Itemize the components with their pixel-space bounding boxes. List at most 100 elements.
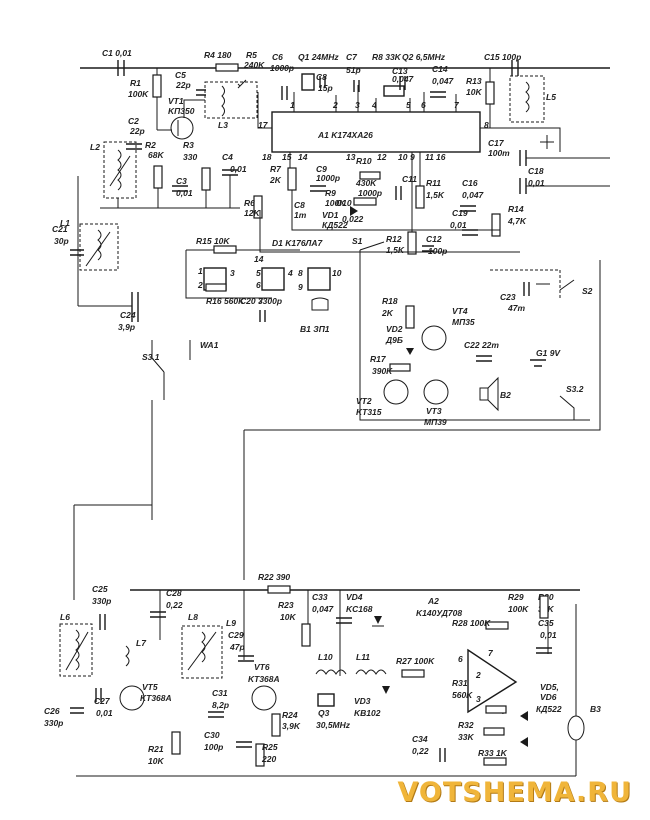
schematic-line [196, 89, 206, 96]
label-components-r12: R12 [386, 234, 402, 244]
label-pins-p16: 16 [436, 152, 446, 162]
label-components-r3-val: 330 [183, 152, 197, 162]
label-pins-d1p2: 2 [197, 280, 203, 290]
label-components-r24-val: 3,9K [282, 721, 301, 731]
label-components-c3: C3 [176, 176, 187, 186]
label-components-r11-val: 1,5K [426, 190, 445, 200]
label-components-r14: R14 [508, 204, 524, 214]
schematic-line [259, 152, 520, 253]
label-components-q3-val: 30,5MHz [316, 720, 351, 730]
label-components-s32: S3.2 [566, 384, 584, 394]
label-components-c23-val: 47m [507, 303, 525, 313]
label-components-vt5: VT5 [142, 682, 158, 692]
label-components-b3: B3 [590, 704, 601, 714]
label-components-s31: S3.1 [142, 352, 160, 362]
schematic-line [131, 292, 139, 322]
label-components-c19: C19 [452, 208, 468, 218]
schematic-line [153, 165, 163, 189]
schematic-line [460, 205, 476, 212]
schematic-line [519, 178, 527, 194]
label-components-r31: R31 [452, 678, 468, 688]
schematic-line [307, 267, 331, 291]
label-components-c8b: C8 [294, 200, 305, 210]
schematic-line [119, 685, 145, 711]
schematic-line [65, 631, 89, 671]
label-components-r13: R13 [466, 76, 482, 86]
label-pins-a2p6: 6 [458, 654, 463, 664]
label-components-g1: G1 9V [536, 348, 561, 358]
schematic-line [540, 135, 554, 149]
label-components-c16: C16 [462, 178, 478, 188]
schematic-line [383, 379, 409, 405]
label-components-c24: C24 [120, 310, 136, 320]
label-components-c14: C14 [432, 64, 448, 74]
label-components-r4: R4 180 [204, 50, 232, 60]
label-components-c35: C35 [538, 618, 554, 628]
schematic-line [185, 249, 300, 299]
schematic-line [350, 206, 358, 216]
schematic-line [79, 223, 119, 271]
label-components-b1: B1 ЗП1 [300, 324, 330, 334]
label-pins-d1p8: 8 [298, 268, 303, 278]
label-components-r28: R28 100K [452, 618, 491, 628]
schematic-line [172, 185, 188, 192]
label-components-r24: R24 [282, 710, 298, 720]
label-components-r12-val: 1,5K [386, 245, 405, 255]
schematic-line [395, 186, 402, 200]
schematic-line [407, 231, 417, 255]
label-components-c31-val: 8,2p [212, 700, 229, 710]
label-components-vd3: VD3 [354, 696, 371, 706]
label-components-c21-val: 30p [54, 236, 69, 246]
label-components-vd5: VD5, [540, 682, 559, 692]
label-components-c5: C5 [175, 70, 186, 80]
opamp-a2 [467, 648, 518, 714]
schematic-line [389, 363, 411, 372]
schematic-line [117, 149, 122, 191]
label-components-c30-val: 100p [204, 742, 223, 752]
schematic-line [152, 74, 162, 98]
label-pins-a2p3: 3 [476, 694, 481, 704]
label-components-vt4: VT4 [452, 306, 468, 316]
label-components-r7: R7 [270, 164, 282, 174]
schematic-line [526, 157, 610, 187]
label-components-c6-val: 1000p [270, 63, 294, 73]
schematic-line [355, 669, 387, 675]
schematic-line [423, 379, 449, 405]
schematic-line [485, 81, 495, 105]
schematic-line [126, 143, 142, 150]
label-components-c13-val: 0,047 [392, 74, 415, 84]
schematic-line [103, 141, 137, 199]
label-components-vt5-type: KT368A [140, 693, 172, 703]
label-components-r6: R6 [244, 198, 255, 208]
label-components-r18: R18 [382, 296, 398, 306]
schematic-line [530, 359, 546, 367]
label-components-l8: L8 [188, 612, 198, 622]
label-components-c8: C8 [316, 72, 327, 82]
label-a2: A2 [427, 596, 439, 606]
label-components-c14-val: 0,047 [432, 76, 455, 86]
schematic-line [310, 185, 326, 192]
label-pins-p4: 4 [371, 100, 377, 110]
schematic-line [315, 669, 347, 675]
label-components-q1: Q1 24MHz [298, 52, 339, 62]
schematic-line [157, 99, 205, 136]
schematic-line [99, 614, 106, 630]
label-components-r32-val: 33K [458, 732, 474, 742]
label-pins-d1p4: 4 [287, 268, 293, 278]
label-components-r17: R17 [370, 354, 387, 364]
label-components-vt1: VT1 [168, 96, 184, 106]
label-components-wa1: WA1 [200, 340, 219, 350]
label-components-r7-val: 2K [269, 175, 282, 185]
schematic-line [257, 92, 272, 129]
label-components-vt4-type: МП35 [452, 317, 475, 327]
label-components-c2: C2 [128, 116, 139, 126]
label-components-r11: R11 [426, 178, 441, 188]
schematic-line [520, 737, 528, 747]
label-components-vd4-type: KC168 [346, 604, 373, 614]
label-components-r14-val: 4,7K [507, 216, 527, 226]
label-pins-d1p14: 14 [254, 254, 264, 264]
label-components-c7-val: 51p [346, 65, 361, 75]
schematic-line [293, 85, 500, 129]
label-components-vd1-type: КД522 [322, 220, 348, 230]
watermark: VOTSHEMA.RU [397, 777, 632, 808]
